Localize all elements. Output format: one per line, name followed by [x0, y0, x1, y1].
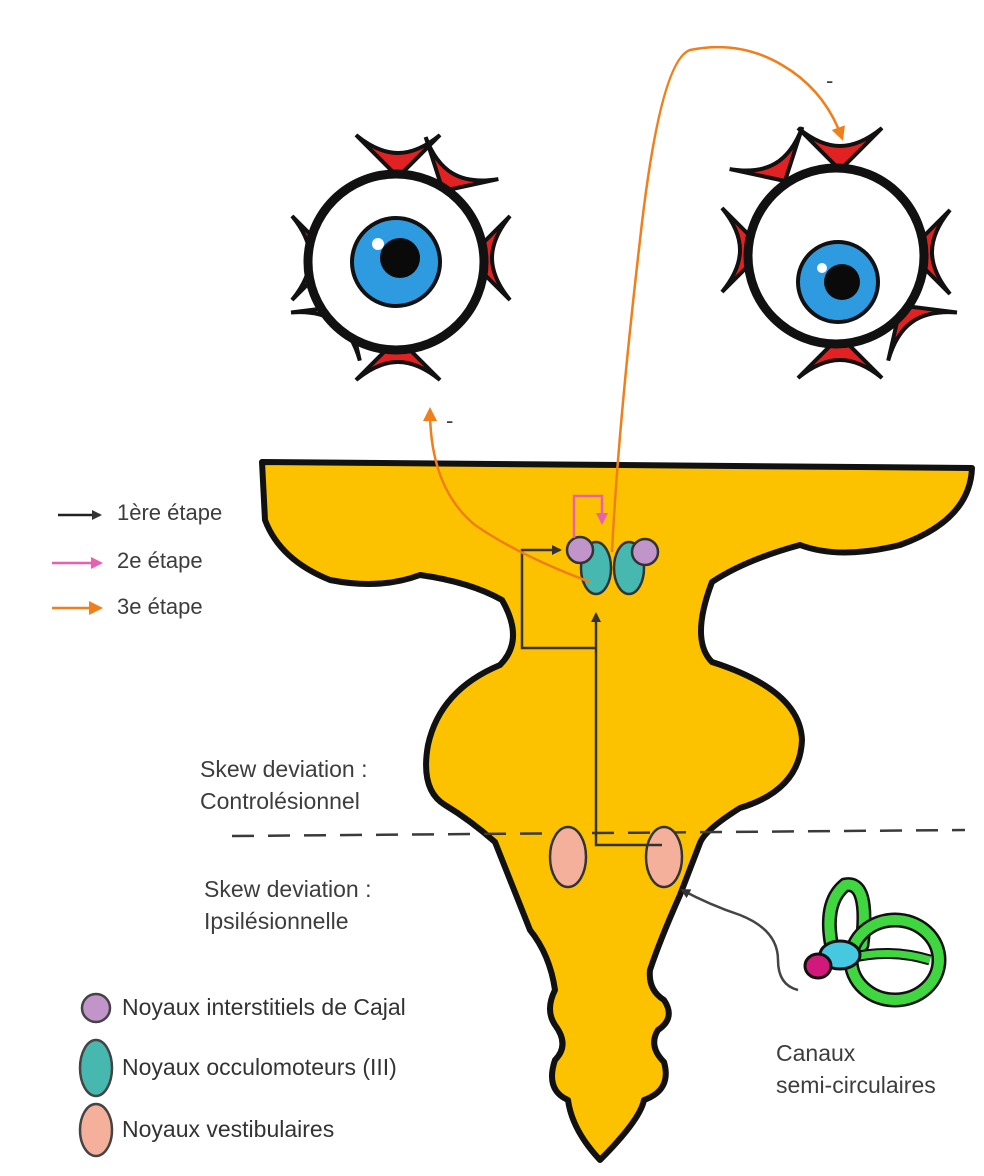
eye-highlight [372, 238, 384, 250]
legend-oculomotor-symbol [80, 1040, 112, 1096]
legend-cajal-label: Noyaux interstitiels de Cajal [122, 994, 406, 1021]
legend-vestibular-symbol [80, 1104, 112, 1156]
pupil [380, 238, 420, 278]
left-eye [291, 135, 510, 380]
ipsilesional-label-line1: Skew deviation : [204, 874, 371, 905]
minus-mark-left: - [446, 408, 453, 434]
pathway-canals-to-vestibular [682, 890, 798, 990]
vestibular-nucleus-left [550, 827, 586, 887]
legend-vestibular-label: Noyaux vestibulaires [122, 1116, 334, 1143]
legend-cajal-symbol [82, 994, 110, 1022]
cajal-nucleus-right [632, 539, 658, 565]
vestibular-nucleus-right [646, 827, 682, 887]
ipsilesional-label-line2: Ipsilésionnelle [204, 906, 348, 937]
step1-label: 1ère étape [117, 500, 222, 526]
step3-label: 3e étape [117, 594, 203, 620]
legend-oculomotor-label: Noyaux occulomoteurs (III) [122, 1054, 397, 1081]
contralesional-label-line1: Skew deviation : [200, 754, 367, 785]
minus-mark-right: - [826, 68, 833, 94]
cajal-nucleus-left [567, 537, 593, 563]
canals-label-line1: Canaux [776, 1038, 855, 1069]
contralesional-label-line2: Controlésionnel [200, 786, 360, 817]
canals-label-line2: semi-circulaires [776, 1070, 936, 1101]
pupil [824, 264, 860, 300]
semicircular-canals [805, 885, 939, 1000]
step2-label: 2e étape [117, 548, 203, 574]
right-eye [722, 127, 957, 378]
eye-highlight [817, 263, 827, 273]
